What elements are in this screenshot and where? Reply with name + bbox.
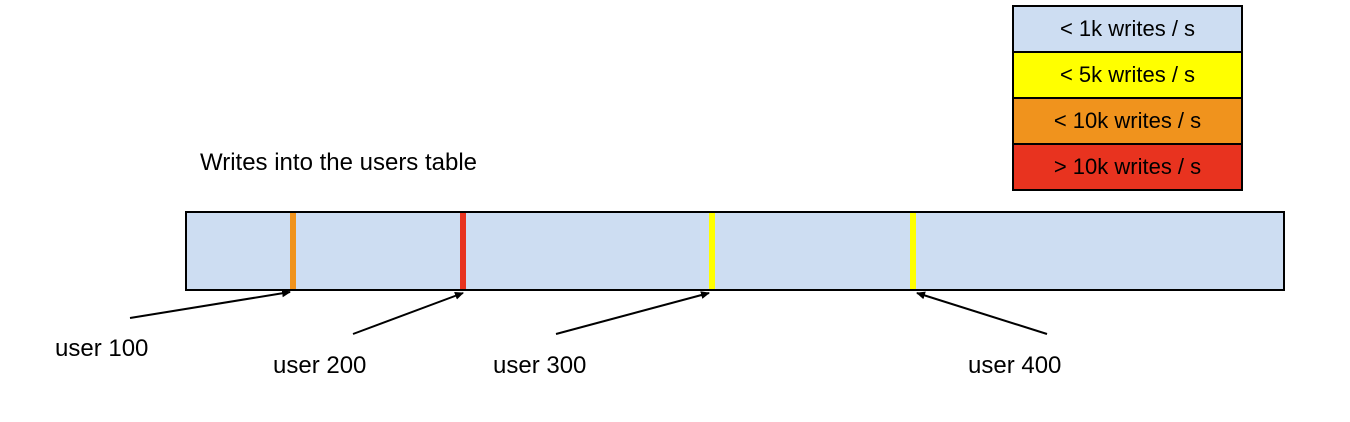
legend-item-lt-5k: < 5k writes / s <box>1012 51 1243 99</box>
legend-item-lt-5k-label: < 5k writes / s <box>1059 62 1196 87</box>
write-hotspot-user-400 <box>910 213 916 289</box>
user-400-label: user 400 <box>968 352 1062 379</box>
write-rate-legend: < 1k writes / s < 5k writes / s < 10k wr… <box>1012 5 1243 191</box>
write-hotspot-user-100 <box>290 213 296 289</box>
user-300-label: user 300 <box>493 352 587 379</box>
user-100-label: user 100 <box>55 335 149 362</box>
diagram-title: Writes into the users table <box>200 149 478 176</box>
legend-item-lt-1k-label: < 1k writes / s <box>1059 16 1196 41</box>
user-200-label: user 200 <box>273 352 367 379</box>
legend-item-lt-10k: < 10k writes / s <box>1012 97 1243 145</box>
arrow-user-100 <box>129 289 291 319</box>
write-hotspot-user-200 <box>460 213 466 289</box>
legend-item-lt-10k-label: < 10k writes / s <box>1053 108 1202 133</box>
legend-item-gt-10k-label: > 10k writes / s <box>1053 154 1202 179</box>
arrow-user-200 <box>352 292 464 335</box>
legend-item-gt-10k: > 10k writes / s <box>1012 143 1243 191</box>
users-table-range-bar <box>185 211 1285 291</box>
arrow-user-400 <box>916 291 1048 335</box>
write-hotspot-user-300 <box>709 213 715 289</box>
arrow-user-300 <box>555 291 710 335</box>
legend-item-lt-1k: < 1k writes / s <box>1012 5 1243 53</box>
